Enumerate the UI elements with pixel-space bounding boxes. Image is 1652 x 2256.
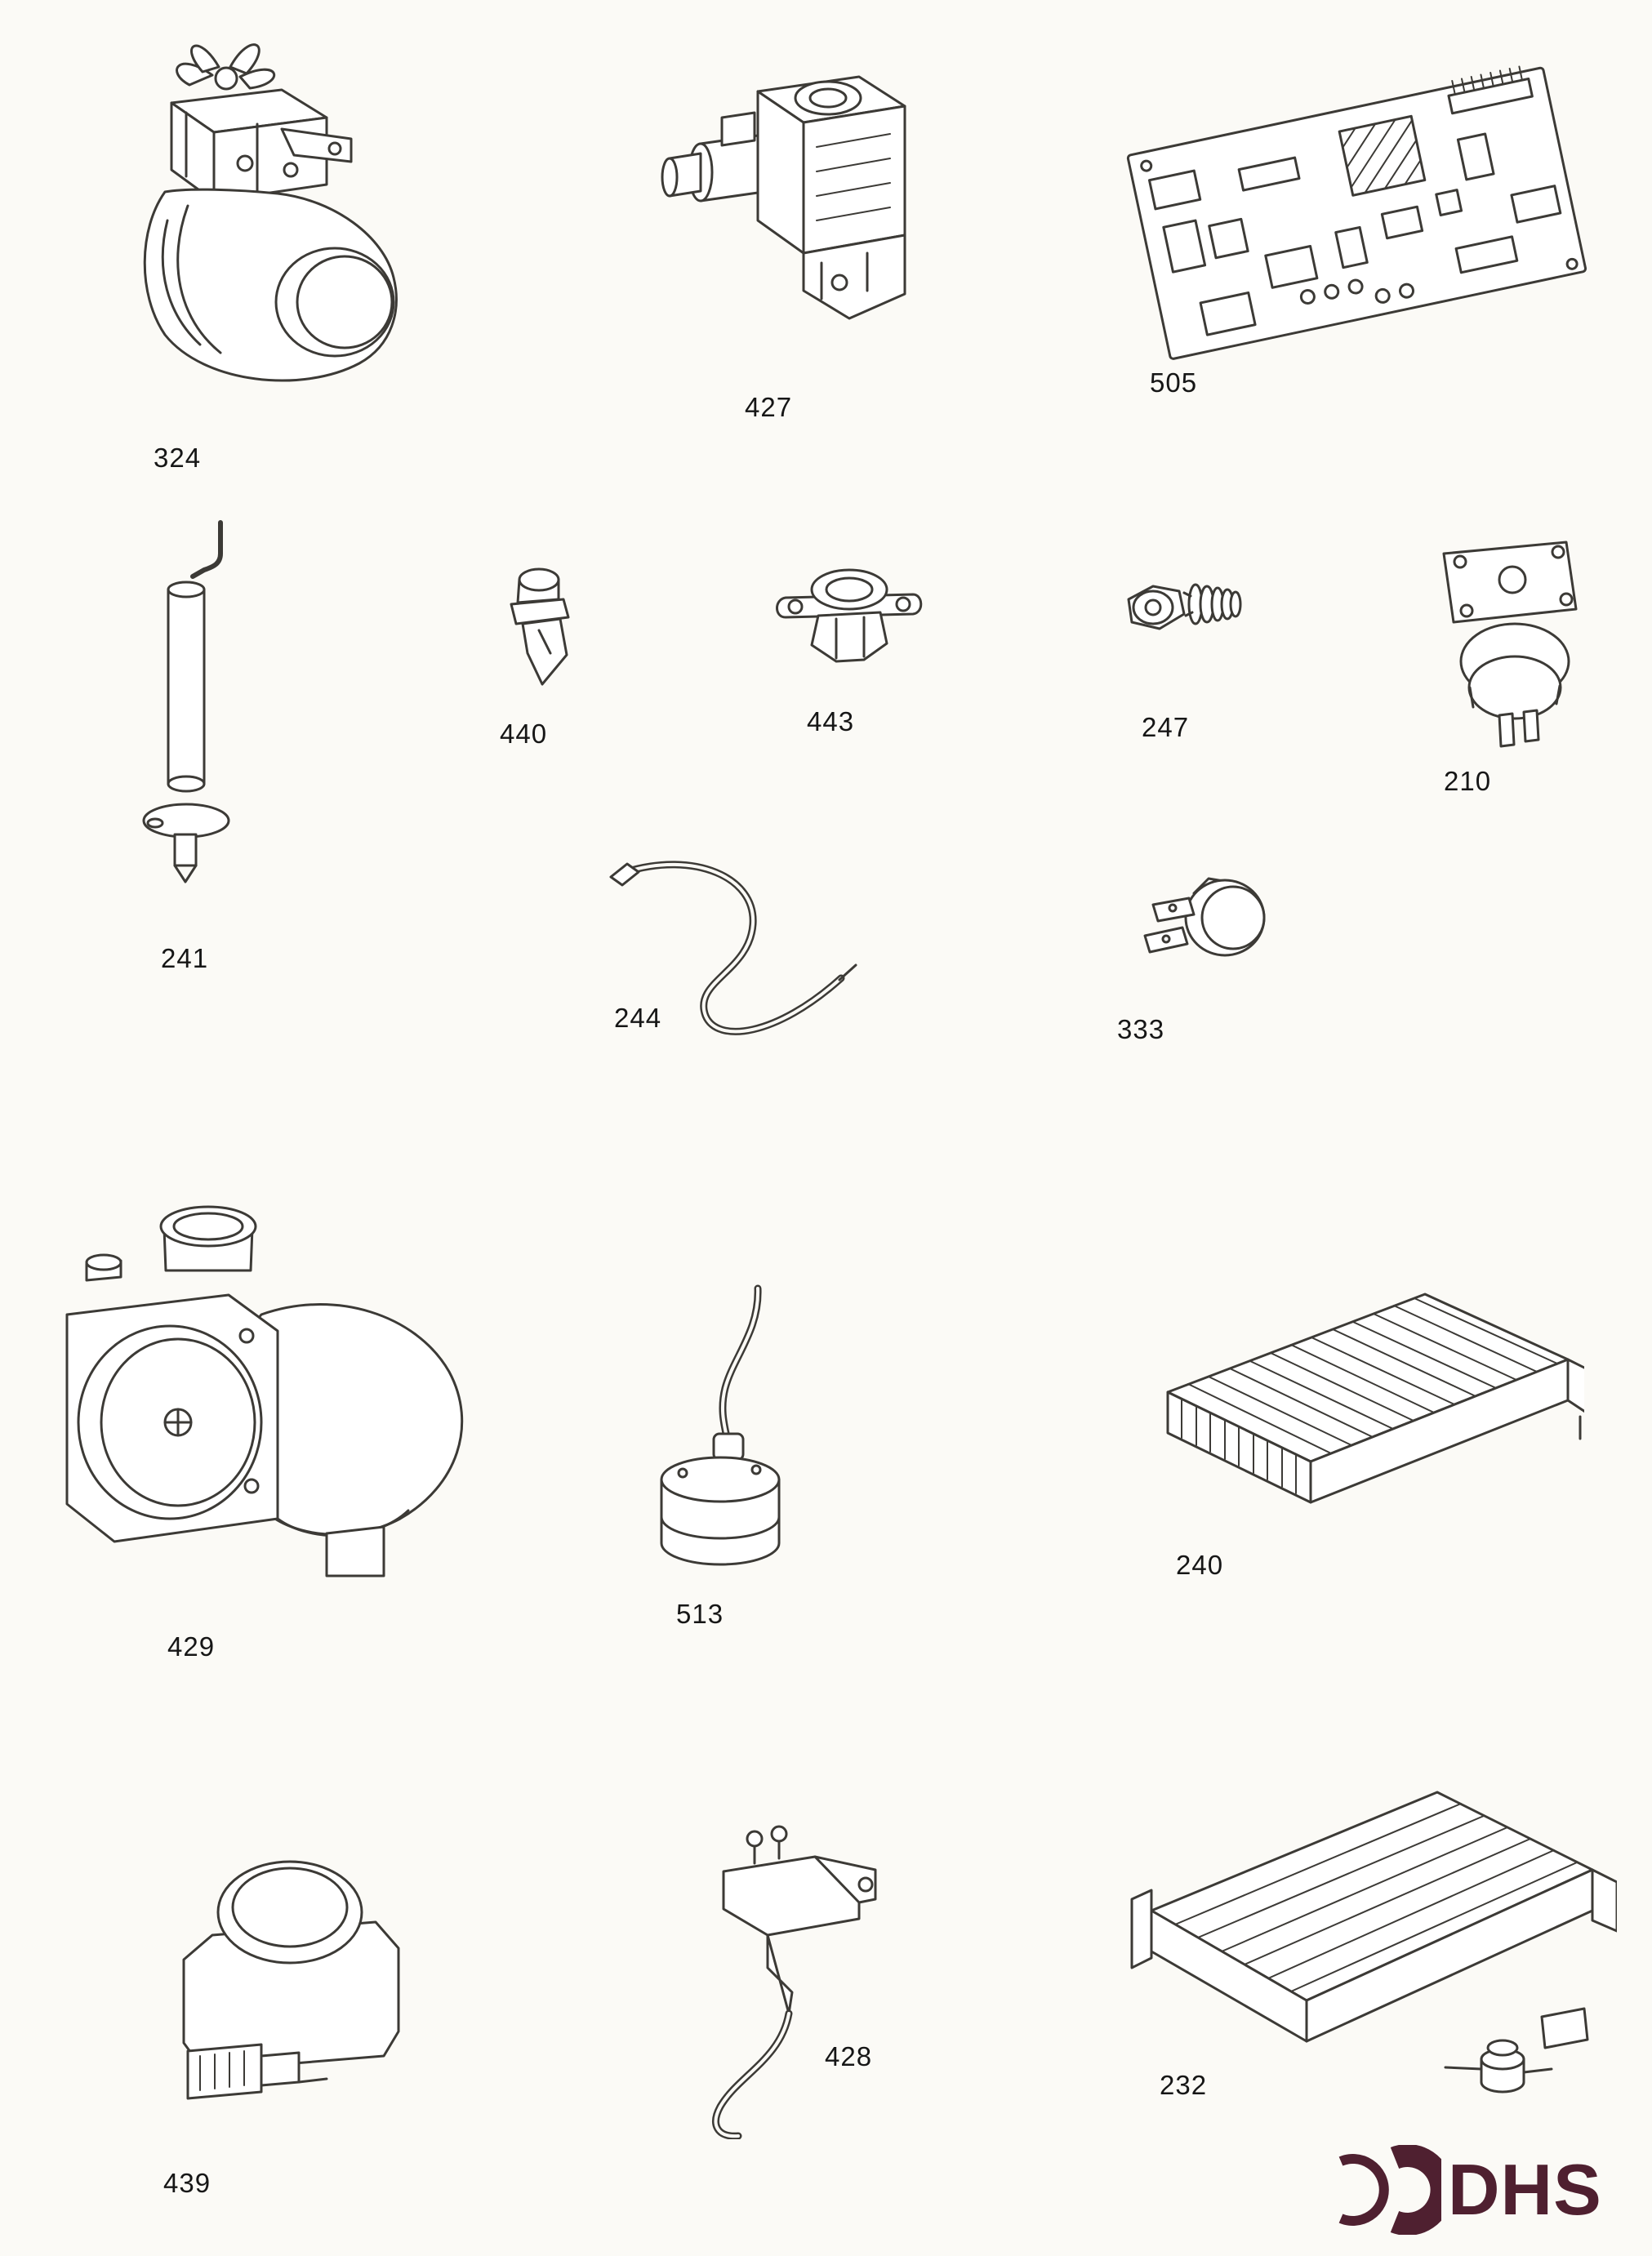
part-427: 427 [653,49,964,433]
part-number-label: 241 [161,943,209,973]
part-244: 244 [596,849,866,1045]
part-number-label: 429 [167,1631,216,1662]
part-number-label: 428 [825,2041,873,2071]
circulation-pump-illustration [65,1205,464,1577]
part-number-label: 247 [1142,712,1190,742]
dhs-logo-text: DHS [1448,2149,1602,2230]
electrode-lead-illustration [609,861,857,1035]
fan-illustration [182,1860,400,2100]
ignition-electrode-illustration [712,1825,877,2139]
sensor-with-cable-illustration [660,1284,781,1566]
threaded-sensor-plug-illustration [1127,583,1242,630]
part-429: 429 [33,1192,498,1674]
gas-valve-illustration [661,75,906,320]
part-number-label: 210 [1444,766,1492,796]
part-333: 333 [1102,865,1290,1045]
air-pressure-switch-illustration [1442,541,1578,748]
part-324: 324 [90,24,474,482]
dhs-logo: DHS [1307,2141,1641,2239]
part-232: 232 [1094,1739,1617,2172]
part-440: 440 [482,555,612,759]
part-number-label: 439 [163,2168,212,2198]
part-number-label: 440 [500,719,548,749]
heat-exchanger-illustration [1130,1791,1617,2094]
part-number-label: 324 [154,443,202,473]
overheat-thermostat-illustration [1143,877,1266,957]
part-240: 240 [1111,1257,1584,1600]
part-241: 241 [122,514,302,988]
part-439: 439 [139,1837,408,2198]
dhs-logo-icon [1338,2145,1441,2235]
temperature-sensor-illustration [510,567,570,686]
electrode-illustration [142,520,230,883]
part-number-label: 244 [614,1003,662,1033]
part-210: 210 [1421,531,1601,800]
burner-illustration [1166,1293,1584,1504]
part-number-label: 333 [1117,1014,1165,1044]
part-443: 443 [768,555,931,743]
printed-circuit-board-illustration [1126,65,1587,360]
part-number-label: 443 [807,706,855,736]
clip-on-thermostat-illustration [776,568,923,663]
part-428: 428 [670,1821,898,2139]
part-number-label: 232 [1160,2070,1208,2100]
part-513: 513 [629,1282,808,1633]
part-number-label: 240 [1176,1550,1224,1580]
part-number-label: 427 [745,392,793,422]
fan-motor-assembly-illustration [143,43,398,382]
part-number-label: 505 [1150,367,1198,398]
part-number-label: 513 [676,1599,724,1629]
part-505: 505 [1086,41,1617,398]
part-247: 247 [1111,563,1258,743]
